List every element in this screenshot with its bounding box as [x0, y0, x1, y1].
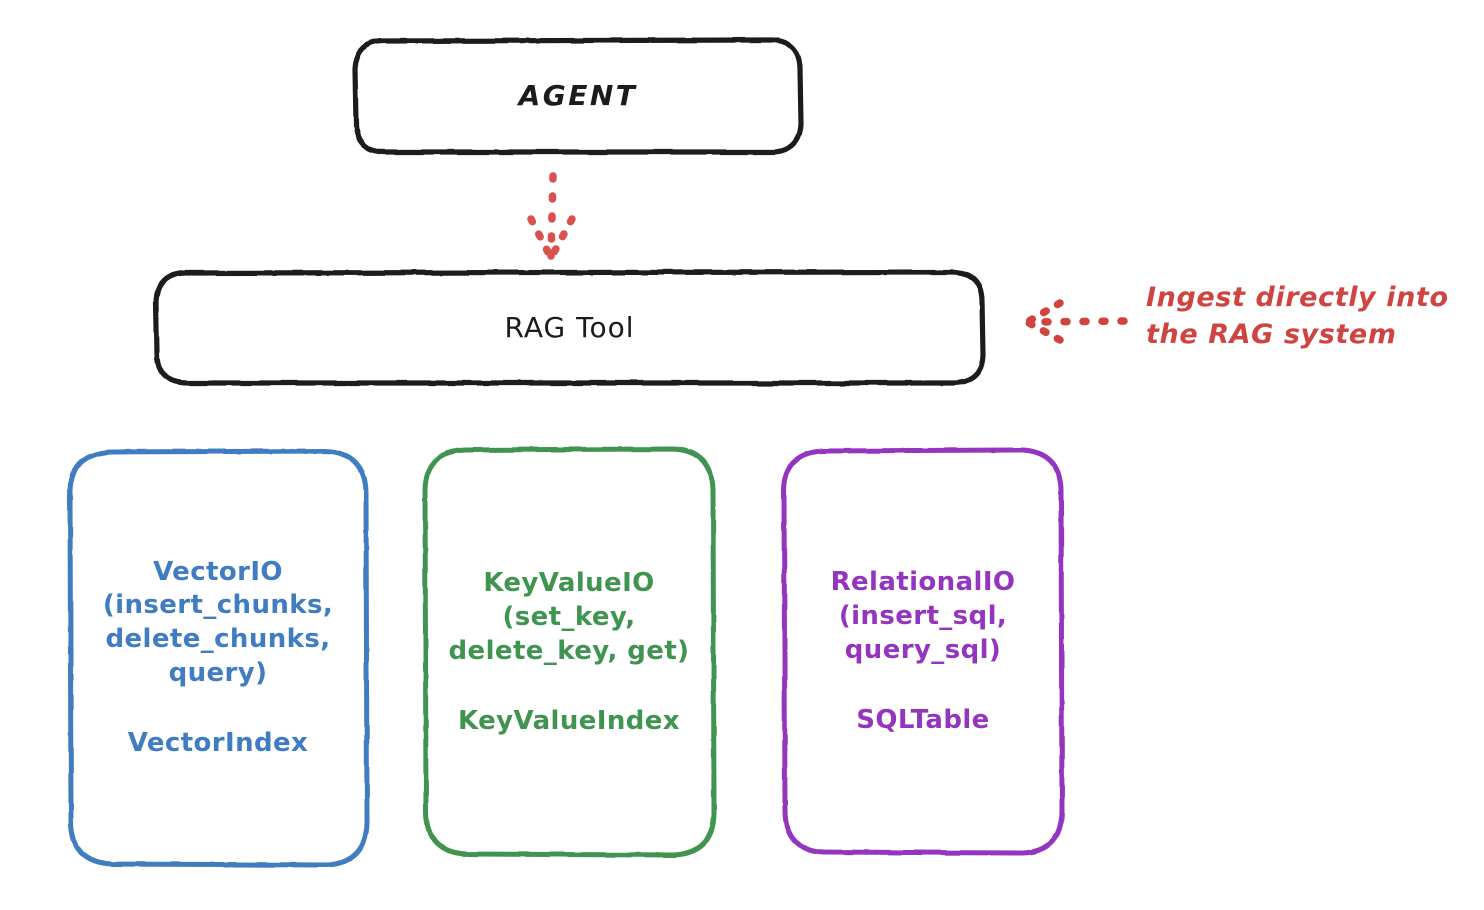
vector-index-label: VectorIndex: [127, 727, 309, 758]
key-value-io-node[interactable]: KeyValueIO (set_key, delete_key, get) Ke…: [426, 452, 712, 854]
relational-io-node[interactable]: RelationalIO (insert_sql, query_sql) SQL…: [787, 452, 1059, 852]
ingest-annotation-label: Ingest directly into the RAG system: [1146, 282, 1449, 351]
key-value-index-label: KeyValueIndex: [458, 705, 680, 736]
sql-table-label: SQLTable: [856, 704, 990, 735]
rag-tool-node-label[interactable]: RAG Tool: [504, 310, 635, 344]
vector-io-box-outline: [67, 448, 370, 868]
key-value-io-box-outline: [422, 446, 717, 858]
rag-tool-box-outline: [153, 269, 986, 386]
relational-io-box-outline: [781, 447, 1065, 856]
ingest-arrow: [1025, 299, 1128, 344]
vector-io-node[interactable]: VectorIO (insert_chunks, delete_chunks, …: [72, 452, 364, 864]
relational-io-api-label: RelationalIO (insert_sql, query_sql): [830, 567, 1016, 665]
vector-io-api-label: VectorIO (insert_chunks, delete_chunks, …: [102, 556, 334, 688]
agent-to-rag-arrow: [527, 172, 576, 260]
key-value-io-api-label: KeyValueIO (set_key, delete_key, get): [448, 568, 690, 666]
agent-node-label[interactable]: AGENT: [518, 79, 638, 113]
agent-box-outline: [352, 37, 804, 155]
